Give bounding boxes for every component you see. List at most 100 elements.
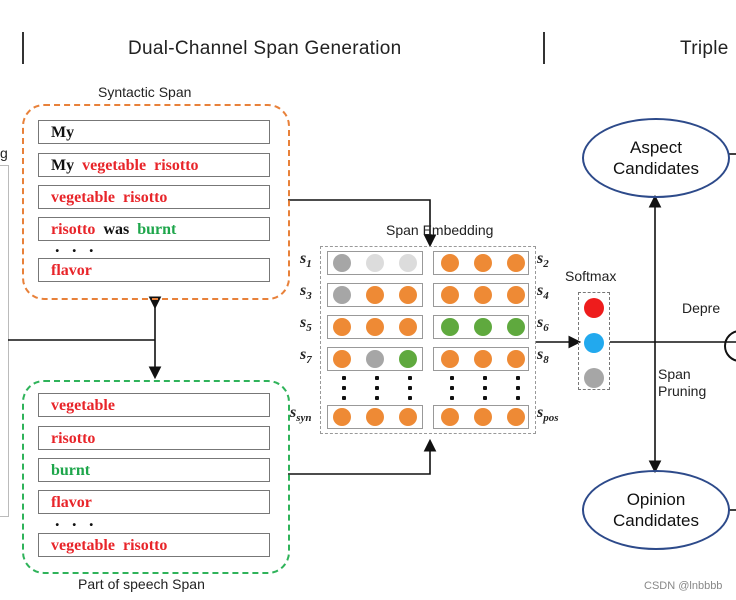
embedding-dot bbox=[399, 286, 417, 304]
span-embedding-label: Span Embedding bbox=[386, 222, 494, 238]
pos-row: vegetable bbox=[38, 393, 270, 417]
span-word: was bbox=[103, 221, 130, 238]
aspect-candidates-node: Aspect Candidates bbox=[582, 118, 730, 198]
aspect-line2: Candidates bbox=[612, 159, 699, 178]
pos-row: risotto bbox=[38, 426, 270, 450]
span-pruning-line2: Pruning bbox=[658, 383, 707, 399]
pos-embedding-cell bbox=[433, 347, 529, 371]
ellipsis-dots bbox=[375, 376, 379, 406]
pos-span-box bbox=[22, 380, 290, 574]
left-partial-text: g bbox=[0, 145, 8, 161]
syn-embedding-cell bbox=[327, 251, 423, 275]
opinion-line1: Opinion bbox=[626, 490, 686, 509]
span-word: burnt bbox=[137, 221, 177, 238]
embedding-dot bbox=[441, 254, 459, 272]
embedding-dot bbox=[474, 408, 492, 426]
span-embedding-area bbox=[320, 246, 536, 434]
syntactic-row: flavor bbox=[38, 258, 270, 282]
embedding-dot bbox=[399, 254, 417, 272]
ellipsis-dots bbox=[516, 376, 520, 406]
syntactic-ellipsis: . . . bbox=[55, 236, 98, 256]
opinion-line2: Candidates bbox=[612, 511, 699, 530]
softmax-class-dot bbox=[584, 298, 604, 318]
span-word: risotto bbox=[51, 430, 96, 447]
pos-embedding-cell bbox=[433, 251, 529, 275]
syntactic-row: My bbox=[38, 120, 270, 144]
ellipsis-dots bbox=[450, 376, 454, 406]
ellipsis-dots bbox=[342, 376, 346, 406]
pos-row: burnt bbox=[38, 458, 270, 482]
embedding-dot bbox=[474, 318, 492, 336]
span-word: flavor bbox=[51, 494, 92, 511]
embedding-dot bbox=[366, 408, 384, 426]
embedding-dot bbox=[399, 408, 417, 426]
section-title: Dual-Channel Span Generation bbox=[128, 38, 402, 59]
span-word: My bbox=[51, 124, 75, 141]
pos-span-label: s4 bbox=[537, 282, 549, 303]
next-section-title: Triple bbox=[680, 38, 729, 59]
softmax-label: Softmax bbox=[565, 268, 617, 284]
pos-span-label: s6 bbox=[537, 314, 549, 335]
softmax-box bbox=[578, 292, 610, 390]
syn-span-label: s5 bbox=[300, 314, 312, 335]
syntactic-row: My vegetable risotto bbox=[38, 153, 270, 177]
span-pruning-line1: Span bbox=[658, 366, 691, 382]
syn-embedding-cell bbox=[327, 315, 423, 339]
syn-span-label: s1 bbox=[300, 250, 312, 271]
left-partial-box bbox=[0, 165, 9, 517]
span-word: My bbox=[51, 157, 75, 174]
embedding-dot bbox=[507, 318, 525, 336]
syn-embedding-cell bbox=[327, 347, 423, 371]
syntactic-span-label: Syntactic Span bbox=[98, 84, 192, 100]
span-word: risotto bbox=[122, 537, 168, 554]
embedding-dot bbox=[333, 254, 351, 272]
embedding-dot bbox=[474, 254, 492, 272]
pos-span-label: spos bbox=[537, 404, 559, 425]
embedding-dot bbox=[333, 318, 351, 336]
pos-embedding-cell bbox=[433, 283, 529, 307]
pos-embedding-cell bbox=[433, 405, 529, 429]
span-word: risotto bbox=[154, 157, 199, 174]
embedding-dot bbox=[366, 350, 384, 368]
embedding-dot bbox=[507, 286, 525, 304]
embedding-dot bbox=[366, 286, 384, 304]
embedding-dot bbox=[333, 408, 351, 426]
syn-embedding-cell bbox=[327, 283, 423, 307]
span-pruning-label: Span Pruning bbox=[658, 366, 706, 400]
embedding-dot bbox=[441, 408, 459, 426]
aspect-line1: Aspect bbox=[630, 138, 682, 157]
pos-span-label: s2 bbox=[537, 250, 549, 271]
syn-span-label: ssyn bbox=[290, 404, 312, 425]
softmax-class-dot bbox=[584, 333, 604, 353]
syn-span-label: s3 bbox=[300, 282, 312, 303]
embedding-dot bbox=[333, 350, 351, 368]
softmax-class-dot bbox=[584, 368, 604, 388]
embedding-dot bbox=[333, 286, 351, 304]
pos-row: flavor bbox=[38, 490, 270, 514]
syn-span-label: s7 bbox=[300, 346, 312, 367]
watermark: CSDN @lnbbbb bbox=[644, 580, 723, 592]
embedding-dot bbox=[366, 254, 384, 272]
embedding-dot bbox=[441, 318, 459, 336]
embedding-dot bbox=[399, 350, 417, 368]
span-word: vegetable bbox=[82, 157, 147, 174]
embedding-dot bbox=[474, 286, 492, 304]
span-word: burnt bbox=[51, 462, 91, 479]
embedding-dot bbox=[507, 254, 525, 272]
embedding-dot bbox=[507, 408, 525, 426]
embedding-dot bbox=[441, 286, 459, 304]
right-partial-label: Depre bbox=[682, 300, 721, 316]
embedding-dot bbox=[399, 318, 417, 336]
syn-embedding-cell bbox=[327, 405, 423, 429]
pos-row: vegetable risotto bbox=[38, 533, 270, 557]
span-word: flavor bbox=[51, 262, 92, 279]
embedding-dot bbox=[441, 350, 459, 368]
syntactic-span-box bbox=[22, 104, 290, 300]
span-word: vegetable bbox=[51, 537, 115, 554]
span-word: vegetable bbox=[51, 189, 115, 206]
embedding-dot bbox=[474, 350, 492, 368]
pos-span-label: Part of speech Span bbox=[78, 576, 205, 592]
pos-ellipsis: . . . bbox=[55, 510, 98, 530]
